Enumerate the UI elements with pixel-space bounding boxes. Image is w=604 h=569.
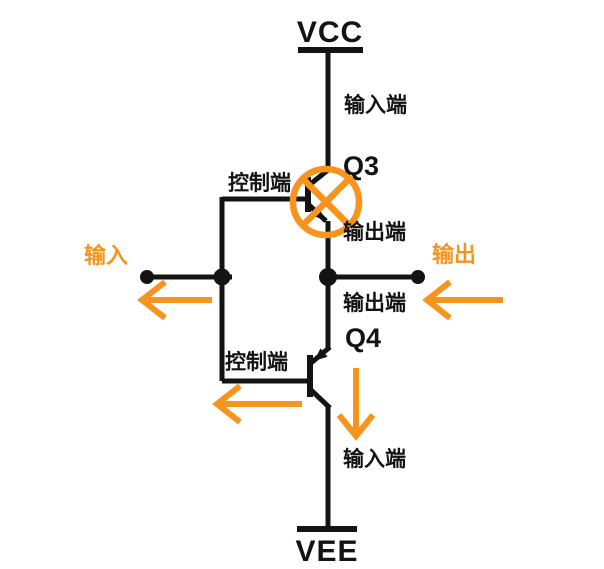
vcc-label: VCC bbox=[297, 16, 363, 49]
q4-emitter-arrow-icon bbox=[314, 348, 328, 361]
q4-collector-lead bbox=[309, 388, 332, 410]
input-flow-arrow-icon bbox=[137, 279, 212, 321]
input-junction-dot bbox=[213, 268, 231, 286]
transistor-q3 bbox=[289, 165, 363, 239]
label-output-port: 输出 bbox=[432, 242, 476, 267]
q3-disabled-cross-icon bbox=[289, 165, 363, 239]
label-input-terminal-bottom: 输入端 bbox=[343, 447, 406, 471]
output-terminal-dot bbox=[411, 270, 425, 284]
output-junction-dot bbox=[319, 268, 337, 286]
transistor-q4 bbox=[307, 345, 332, 410]
label-control-terminal-top: 控制端 bbox=[228, 171, 291, 195]
label-q4: Q4 bbox=[345, 323, 381, 353]
label-control-terminal-bottom: 控制端 bbox=[225, 350, 288, 374]
output-flow-arrow-icon bbox=[422, 279, 503, 321]
q4-current-down-arrow-icon bbox=[336, 368, 376, 441]
label-input-port: 输入 bbox=[84, 243, 128, 268]
label-output-terminal-mid: 输出端 bbox=[343, 291, 406, 315]
vee-label: VEE bbox=[295, 535, 358, 568]
input-terminal-dot bbox=[140, 270, 154, 284]
label-output-terminal-top: 输出端 bbox=[343, 220, 406, 244]
label-input-terminal-top: 输入端 bbox=[344, 93, 407, 117]
q4-base-flow-arrow-icon bbox=[212, 383, 302, 425]
label-q3: Q3 bbox=[343, 151, 379, 181]
